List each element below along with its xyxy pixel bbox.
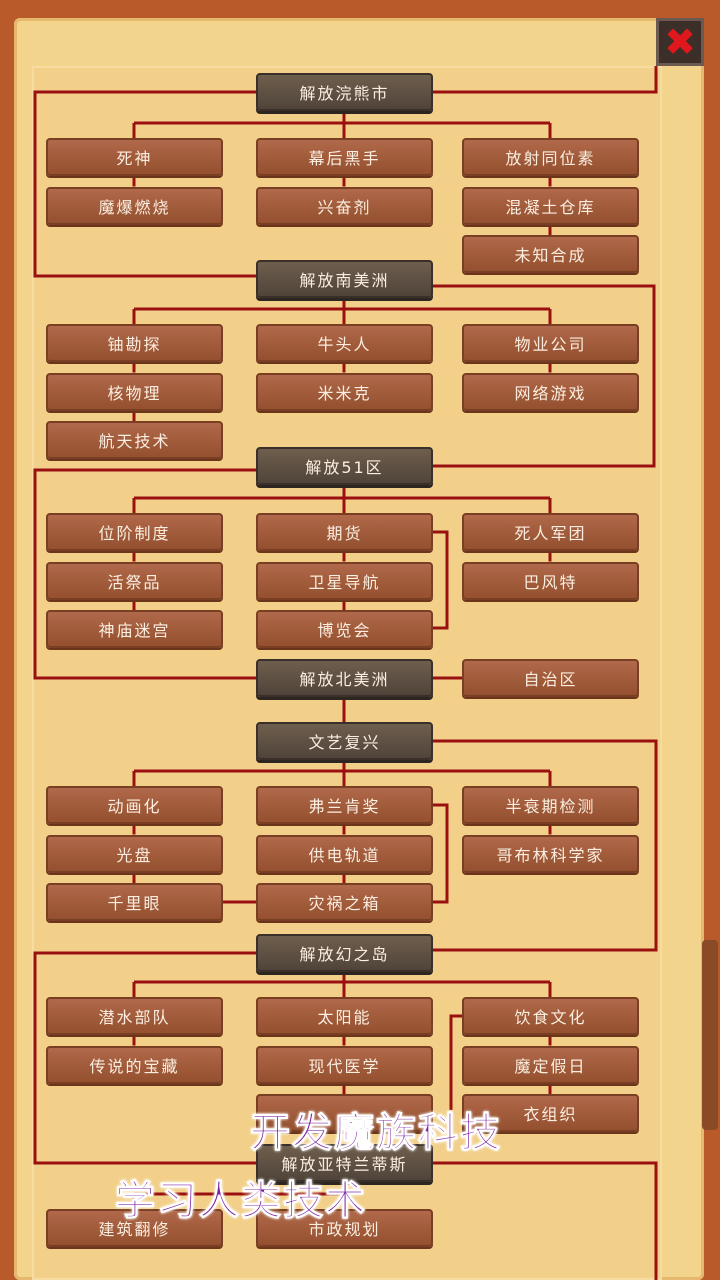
tech-node[interactable]: 传说的宝藏 — [46, 1045, 223, 1084]
tech-node[interactable]: 现代医学 — [256, 1045, 433, 1084]
region-unlock-node[interactable]: 解放浣熊市 — [256, 73, 433, 111]
tech-node[interactable]: 航天技术 — [46, 421, 223, 459]
tech-node[interactable]: 混凝土仓库 — [462, 186, 639, 225]
tech-node[interactable]: 魔爆燃烧 — [46, 186, 223, 225]
tech-node[interactable]: 灾祸之箱 — [256, 883, 433, 921]
tech-node[interactable]: 市政规划 — [256, 1209, 433, 1247]
tech-node[interactable]: 建筑翻修 — [46, 1209, 223, 1247]
tech-node[interactable]: 位阶制度 — [46, 513, 223, 551]
tech-node[interactable]: 博览会 — [256, 610, 433, 648]
tech-node[interactable]: 未知合成 — [462, 235, 639, 273]
tech-node[interactable]: 神庙迷宫 — [46, 610, 223, 648]
region-unlock-node[interactable]: 解放51区 — [256, 447, 433, 485]
tech-node[interactable]: 核物理 — [46, 372, 223, 411]
tech-node[interactable]: 米米克 — [256, 372, 433, 411]
region-unlock-node[interactable]: 解放南美洲 — [256, 260, 433, 298]
tech-node[interactable]: 兴奋剂 — [256, 186, 433, 225]
tech-node[interactable]: 魔定假日 — [462, 1045, 639, 1084]
tech-node[interactable]: 饮食文化 — [462, 997, 639, 1035]
tech-node[interactable]: 半衰期检测 — [462, 786, 639, 824]
tech-node[interactable]: 太阳能 — [256, 997, 433, 1035]
tech-node[interactable]: 动画化 — [46, 786, 223, 824]
close-button[interactable]: ✖ — [656, 18, 704, 66]
tech-node[interactable]: 光盘 — [46, 834, 223, 873]
tech-node[interactable]: 网络游戏 — [462, 372, 639, 411]
tech-node[interactable]: 物业公司 — [462, 324, 639, 362]
region-unlock-node[interactable]: 解放幻之岛 — [256, 934, 433, 972]
tech-node[interactable]: 巴风特 — [462, 561, 639, 600]
region-unlock-node[interactable]: 解放北美洲 — [256, 659, 433, 697]
tech-node[interactable]: 期货 — [256, 513, 433, 551]
tech-node[interactable]: 衣组织 — [462, 1094, 639, 1132]
scrollbar-thumb[interactable] — [702, 940, 718, 1130]
tech-node[interactable]: 供电轨道 — [256, 834, 433, 873]
tech-node[interactable]: 活祭品 — [46, 561, 223, 600]
tech-node[interactable] — [256, 1094, 433, 1132]
tech-node[interactable]: 放射同位素 — [462, 138, 639, 176]
tech-node[interactable]: 弗兰肯奖 — [256, 786, 433, 824]
region-unlock-node[interactable]: 文艺复兴 — [256, 722, 433, 760]
tech-node[interactable]: 哥布林科学家 — [462, 834, 639, 873]
tech-node[interactable]: 自治区 — [462, 659, 639, 697]
tech-node[interactable]: 铀勘探 — [46, 324, 223, 362]
tech-node[interactable]: 牛头人 — [256, 324, 433, 362]
region-unlock-node[interactable]: 解放亚特兰蒂斯 — [256, 1144, 433, 1182]
tech-node[interactable]: 卫星导航 — [256, 561, 433, 600]
promo-text-1: 开发魔族科技 — [250, 1110, 502, 1157]
tech-node[interactable]: 潜水部队 — [46, 997, 223, 1035]
tech-node[interactable]: 幕后黑手 — [256, 138, 433, 176]
close-x-icon: ✖ — [664, 20, 696, 64]
tech-node[interactable]: 千里眼 — [46, 883, 223, 921]
promo-text-2: 学习人类技术 — [115, 1178, 367, 1225]
tech-node[interactable]: 死神 — [46, 138, 223, 176]
tech-node[interactable]: 死人军团 — [462, 513, 639, 551]
